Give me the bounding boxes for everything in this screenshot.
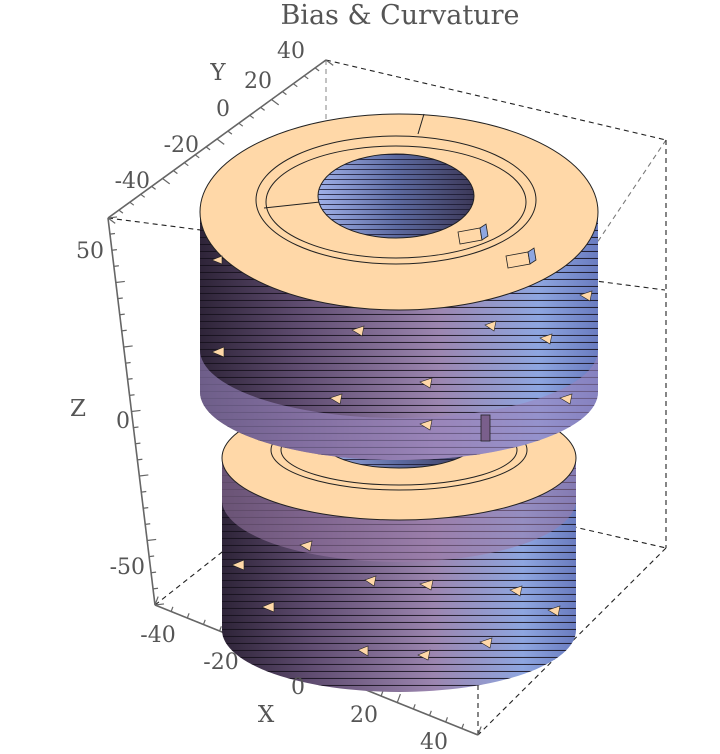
tick-mark	[445, 717, 449, 723]
y-tick-label: 0	[216, 97, 230, 122]
tick-mark	[129, 201, 135, 206]
x-tick-label: 20	[350, 703, 378, 728]
tick-mark	[292, 83, 298, 88]
tick-mark	[238, 122, 244, 127]
tick-mark	[127, 378, 133, 380]
tick-mark	[151, 571, 157, 574]
tick-mark	[216, 138, 225, 145]
y-axis-label: Y	[209, 60, 226, 86]
tick-mark	[260, 106, 265, 111]
tick-mark	[113, 265, 119, 267]
y-axis-ticks: 40 20 0 -20 -40	[115, 39, 305, 194]
tick-mark	[145, 523, 151, 525]
tick-mark	[194, 154, 200, 159]
tick-mark	[107, 217, 116, 224]
tick-mark	[125, 361, 131, 364]
tick-mark	[149, 555, 155, 558]
tick-mark	[119, 313, 125, 316]
tick-mark	[325, 59, 334, 66]
tick-mark	[380, 691, 384, 697]
tick-mark	[141, 490, 147, 493]
tick-mark	[202, 619, 206, 625]
tick-mark	[186, 613, 190, 619]
tick-mark	[121, 329, 127, 332]
tick-mark	[107, 216, 118, 219]
tick-mark	[282, 91, 287, 96]
tick-mark	[147, 538, 157, 542]
tick-mark	[205, 146, 211, 151]
z-tick-label: -50	[110, 555, 145, 580]
upper-coil	[199, 113, 599, 460]
tick-mark	[428, 710, 432, 716]
tick-mark	[412, 704, 416, 710]
tick-mark	[314, 67, 320, 72]
tick-mark	[143, 507, 149, 509]
y-tick-label: 20	[244, 69, 272, 94]
tick-mark	[133, 426, 139, 429]
y-tick-label: -40	[115, 169, 150, 194]
tick-mark	[477, 726, 482, 736]
tick-marks	[107, 59, 482, 736]
x-axis-ticks: -40 -20 0 20 40	[140, 623, 448, 754]
tick-mark	[137, 458, 143, 461]
x-tick-label: -20	[203, 650, 238, 675]
tick-mark	[396, 693, 401, 703]
tick-mark	[140, 193, 146, 198]
tick-mark	[170, 606, 174, 612]
z-tick-label: 50	[76, 239, 104, 264]
x-tick-label: 0	[291, 675, 305, 700]
tick-mark	[271, 99, 280, 106]
tick-mark	[131, 409, 141, 413]
tick-mark	[111, 249, 117, 251]
tick-mark	[183, 162, 189, 167]
tick-mark	[115, 280, 125, 284]
tick-mark	[152, 587, 159, 590]
tick-mark	[139, 474, 149, 477]
tick-mark	[303, 75, 309, 80]
z-axis-label: Z	[70, 396, 86, 422]
tick-mark	[162, 178, 171, 185]
x-axis-label: X	[258, 702, 275, 728]
tick-mark	[109, 232, 116, 235]
tick-mark	[151, 185, 156, 190]
y-tick-label: 40	[277, 39, 305, 64]
tick-mark	[219, 626, 222, 632]
tick-mark	[123, 345, 133, 348]
chart-title: Bias & Curvature	[280, 0, 519, 31]
y-tick-label: -20	[164, 133, 199, 158]
tick-mark	[249, 114, 255, 119]
tick-mark	[118, 209, 124, 214]
tick-mark	[117, 297, 123, 300]
lead-connector	[480, 414, 491, 442]
tick-mark	[129, 394, 135, 396]
tick-mark	[154, 596, 159, 606]
tick-mark	[227, 130, 233, 135]
x-tick-label: -40	[140, 623, 175, 648]
tick-mark	[135, 442, 141, 445]
tick-mark	[461, 723, 465, 729]
z-tick-label: 0	[116, 409, 130, 434]
z-axis-ticks: 50 0 -50	[76, 239, 145, 580]
tick-mark	[154, 603, 165, 606]
tick-mark	[173, 170, 178, 175]
x-tick-label: 40	[420, 730, 448, 754]
